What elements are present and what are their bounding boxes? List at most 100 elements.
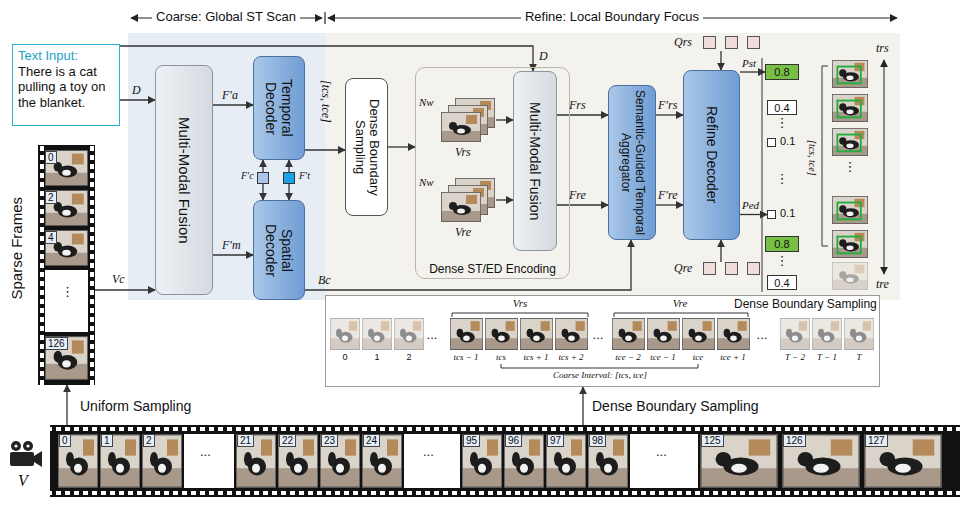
text-label: T − 1: [817, 352, 837, 362]
query-square: [747, 262, 760, 275]
node-text: 0.4: [774, 102, 789, 114]
decoder-box: Refine Decoder: [683, 70, 740, 240]
text-label: ⋮: [844, 160, 857, 173]
edge-label: D: [539, 50, 548, 64]
query-square: [725, 262, 738, 275]
text-label: Vrs: [513, 297, 527, 310]
score-box: 0.4: [767, 100, 797, 115]
boundary-frames: [614, 313, 748, 317]
region-panels: [128, 33, 325, 300]
decoder-box: Temporal Decoder: [253, 56, 305, 160]
boundary-frames: [330, 318, 360, 350]
text-label: 0: [342, 352, 347, 362]
node-text: Refine Decoder: [703, 106, 719, 203]
node-text: Qrs: [674, 35, 692, 50]
node-text: There is a cat pulling a toy on the blan…: [18, 64, 114, 111]
node-text: F′t: [299, 170, 310, 181]
node-text: 22: [279, 434, 296, 447]
score-box: 0.1: [767, 210, 776, 219]
connector-arrow: [262, 160, 263, 172]
node-text: Dense ST/ED Encoding: [416, 262, 569, 276]
fusion-module: Multi-Modal Fusion: [155, 65, 213, 295]
feature-square: F′t: [283, 172, 295, 184]
camera-icon: [23, 441, 33, 451]
boundary-frames: [717, 318, 750, 350]
node-text: 126: [783, 434, 806, 447]
result-frames: [832, 94, 868, 122]
connector-arrow: [262, 184, 263, 200]
text-label: tcs − 1: [453, 352, 478, 362]
score-box: 0.8: [765, 236, 799, 252]
boundary-frames: [555, 318, 588, 350]
edge-label: Frs: [569, 99, 586, 113]
node-text: Dense Boundary Sampling: [352, 82, 382, 212]
connector-arrow: [720, 51, 721, 70]
video-film: [782, 434, 860, 488]
edge-label: F′a: [222, 89, 238, 103]
result-frames: [822, 66, 828, 246]
text-label: Coarse Interval: [tcs, tce]: [553, 370, 647, 380]
node-text: 96: [505, 434, 522, 447]
result-frames: [883, 60, 884, 274]
edge-label: Fre: [569, 189, 586, 203]
node-text: 0: [45, 151, 57, 164]
video-film: [864, 434, 942, 488]
video-film: [278, 434, 318, 488]
video-film: [58, 434, 98, 488]
frame-stack: NwVre: [441, 178, 496, 223]
result-frames: [762, 58, 884, 292]
node-text: 125: [701, 434, 724, 447]
boundary-frames: [450, 318, 483, 350]
region-panels: [128, 33, 900, 387]
text-label: 1: [374, 352, 379, 362]
node-text: 0.1: [780, 207, 795, 219]
video-film: [362, 434, 402, 488]
node-text: 23: [321, 434, 338, 447]
boundary-frames: [362, 318, 392, 350]
text-label: tre: [876, 278, 889, 292]
connector-arrow: [582, 387, 583, 425]
text-label: ...: [757, 328, 768, 341]
frame-stack-art: [441, 98, 496, 143]
node-text: 0.8: [774, 238, 789, 250]
node-text: 127: [865, 434, 888, 447]
connector-arrow: [66, 385, 67, 425]
video-frame: [441, 192, 481, 222]
video-film: [588, 434, 628, 488]
connector-arrow: [388, 146, 415, 147]
connector-arrow: [288, 160, 289, 172]
video-film: [404, 434, 460, 488]
video-film: [630, 434, 698, 488]
boundary-frames: [682, 318, 715, 350]
video-film: [462, 434, 502, 488]
node-text: Semantic-Guided Temporal Aggregator: [618, 89, 646, 236]
camera-icon: [11, 441, 21, 451]
edge-label: D: [132, 84, 141, 98]
node-text: Vre: [455, 225, 471, 240]
connector-arrow: [120, 99, 155, 100]
node-text: 0.1: [780, 135, 795, 147]
boundary-frames: [394, 318, 424, 350]
connector-arrow: [288, 184, 289, 200]
boundary-frames: [452, 313, 588, 317]
edge-label: F′m: [222, 239, 241, 253]
sparse-film: [38, 145, 95, 385]
fusion-module: Multi-Modal Fusion: [513, 71, 557, 251]
boundary-frames: [520, 318, 553, 350]
node-text: ...: [656, 445, 667, 458]
video-film: [320, 434, 360, 488]
edge-label: Uniform Sampling: [80, 398, 191, 414]
decoder-box: Spatial Decoder: [253, 200, 305, 300]
connector-arrow: [557, 114, 608, 115]
connector-arrow: [656, 204, 683, 205]
text-label: ⋮: [776, 254, 789, 267]
node-text: 97: [547, 434, 564, 447]
text-label: tce − 2: [615, 352, 641, 362]
connector-arrow: [305, 149, 345, 150]
connector-arrow: [740, 71, 765, 72]
query-square: [703, 262, 716, 275]
video-film: [700, 434, 778, 488]
node-text: Multi-Modal Fusion: [527, 102, 543, 220]
connector-arrow: [496, 199, 513, 200]
